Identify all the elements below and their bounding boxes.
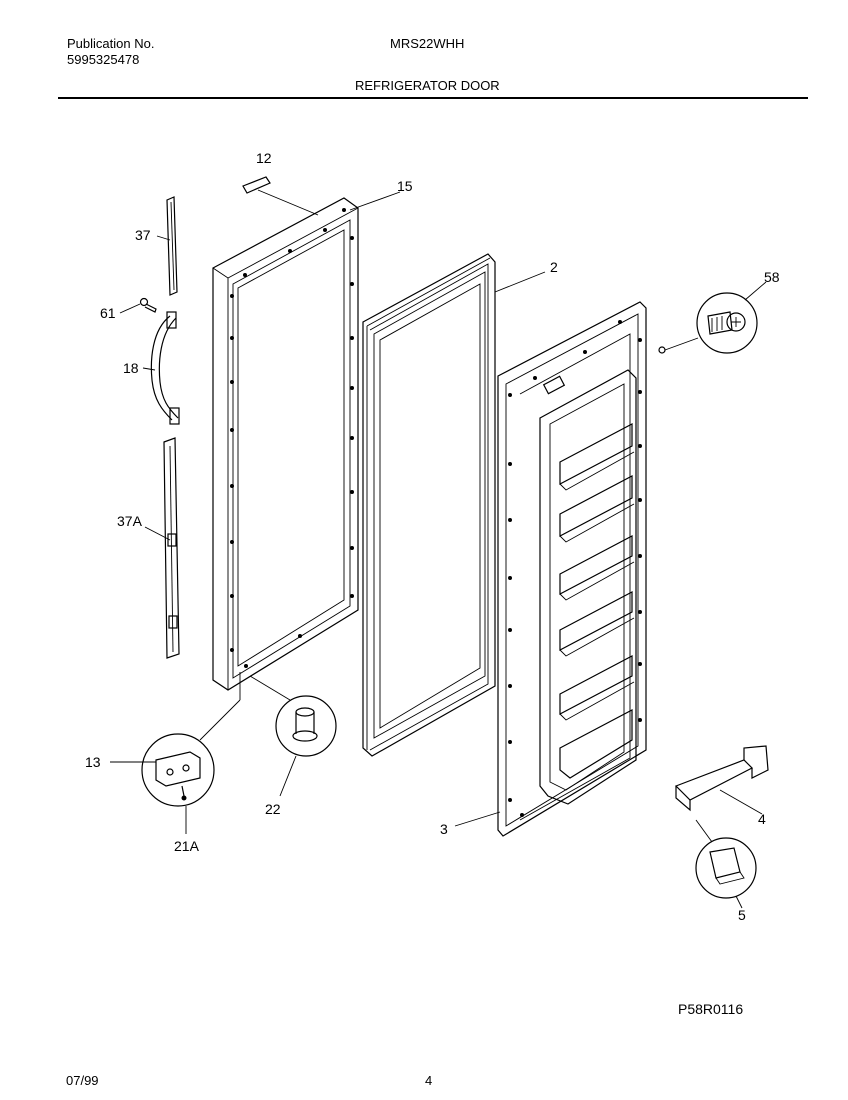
model-number: MRS22WHH: [390, 36, 465, 51]
part-18-handle: [142, 311, 180, 425]
callout-22: 22: [265, 801, 281, 817]
callout-58: 58: [764, 269, 780, 285]
callout-37: 37: [135, 227, 151, 243]
section-title: REFRIGERATOR DOOR: [355, 78, 500, 93]
callout-12: 12: [256, 150, 272, 166]
part-22-bushing: [249, 675, 337, 797]
part-2-gasket: [362, 253, 546, 757]
door-shelves: [559, 423, 635, 779]
header-rule: [58, 97, 808, 99]
callout-61: 61: [100, 305, 116, 321]
part-12-clip: [242, 176, 319, 216]
part-37-upper-trim: [156, 196, 178, 296]
page-number: 4: [425, 1073, 433, 1088]
part-58-screw-detail: [658, 281, 767, 354]
part-61-screw: [119, 297, 157, 314]
callout-4: 4: [758, 811, 766, 827]
figure-code: P58R0116: [678, 1001, 744, 1017]
part-4-shelf-retainer: [674, 745, 769, 815]
callout-21a: 21A: [174, 838, 200, 854]
callout-13: 13: [85, 754, 101, 770]
callout-3: 3: [440, 821, 448, 837]
callout-18: 18: [123, 360, 139, 376]
callout-15: 15: [397, 178, 413, 194]
footer-date: 07/99: [66, 1073, 99, 1088]
callout-5: 5: [738, 907, 746, 923]
part-5-end-cap: [695, 819, 757, 909]
callout-2: 2: [550, 259, 558, 275]
part-15-door-frame: [212, 191, 401, 691]
part-37a-lower-trim: [144, 437, 180, 659]
part-3-door-liner: [454, 301, 647, 837]
callout-37a: 37A: [117, 513, 143, 529]
publication-number: 5995325478: [67, 52, 140, 67]
publication-label: Publication No.: [67, 36, 155, 51]
part-13-hinge-bracket: [110, 672, 241, 834]
